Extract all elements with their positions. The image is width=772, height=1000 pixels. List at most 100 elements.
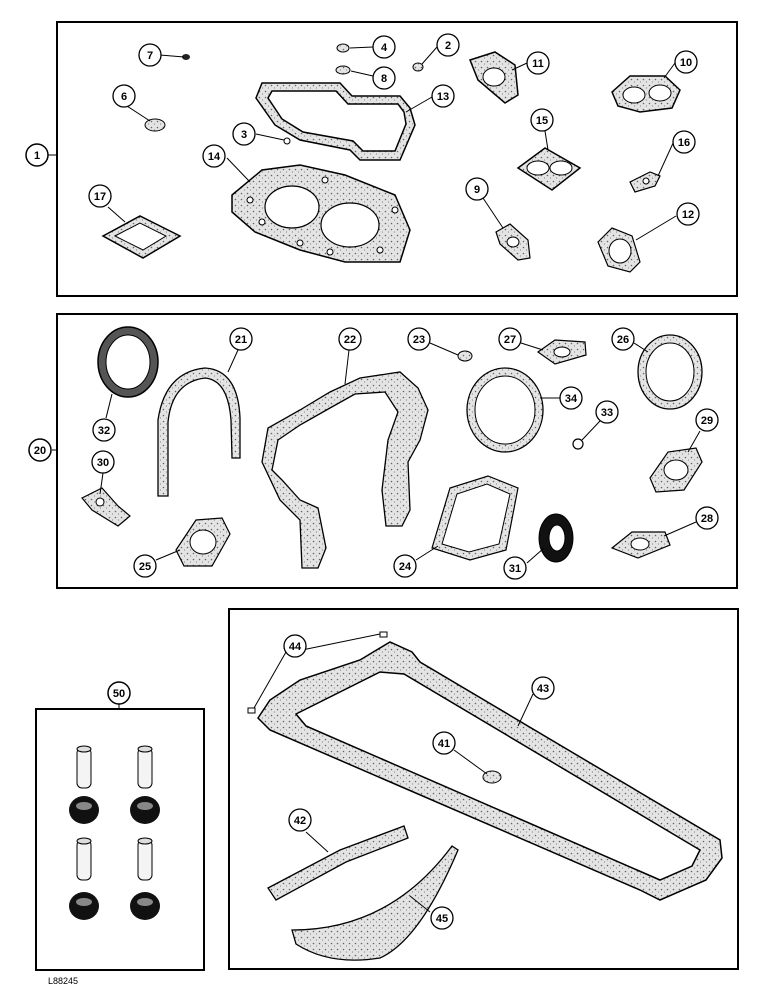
- callout-23: 23: [407, 327, 431, 351]
- callout-10: 10: [674, 50, 698, 74]
- svg-text:42: 42: [294, 815, 306, 827]
- svg-text:21: 21: [235, 334, 247, 346]
- callout-11: 11: [526, 51, 550, 75]
- svg-text:31: 31: [509, 563, 521, 575]
- callout-41: 41: [432, 731, 456, 755]
- callout-16: 15: [530, 108, 554, 132]
- panel-label-20: 20: [28, 438, 52, 462]
- svg-text:2: 2: [445, 40, 451, 52]
- part-4-washer: [336, 43, 350, 53]
- part-6-washer: [144, 118, 166, 132]
- svg-text:1: 1: [34, 150, 40, 162]
- callout-34: 34: [559, 386, 583, 410]
- svg-text:34: 34: [565, 393, 578, 405]
- part-16-twin-port-gasket: [516, 147, 582, 191]
- svg-text:22: 22: [344, 334, 356, 346]
- part-27-elbow-gasket: [536, 339, 587, 365]
- callout-12: 12: [676, 202, 700, 226]
- svg-text:50: 50: [113, 688, 125, 700]
- panel-1-leaders: [107, 46, 677, 241]
- part-43-oil-pan-gasket: [257, 641, 723, 901]
- part-7-plug: [182, 54, 190, 60]
- callout-9: 9: [465, 177, 489, 201]
- callout-8: 8: [372, 66, 396, 90]
- part-9-elbow-gasket: [495, 223, 531, 261]
- svg-text:28: 28: [701, 513, 713, 525]
- valve-guide: [137, 745, 153, 789]
- callout-43: 43: [531, 676, 555, 700]
- part-13-rocker-cover-gasket: [255, 82, 416, 161]
- valve-guide: [137, 837, 153, 881]
- part-10-flange-gasket: [611, 75, 681, 113]
- svg-text:24: 24: [399, 561, 412, 573]
- svg-text:20: 20: [34, 445, 46, 457]
- part-34-ring-gasket: [466, 367, 544, 453]
- svg-text:44: 44: [289, 641, 302, 653]
- part-33-o-ring: [572, 438, 584, 450]
- callout-27: 27: [498, 327, 522, 351]
- part-14-head-gasket: [231, 164, 411, 263]
- callout-32: 32: [92, 418, 116, 442]
- part-45-curved-end-seal: [291, 845, 459, 961]
- callout-28: 28: [695, 506, 719, 530]
- svg-text:25: 25: [139, 561, 151, 573]
- callout-3: 3: [232, 122, 256, 146]
- part-17-cover-gasket: [101, 215, 182, 259]
- figure-code: L88245: [48, 976, 79, 986]
- svg-text:15: 15: [536, 115, 548, 127]
- callout-21: 21: [229, 327, 253, 351]
- svg-text:8: 8: [381, 73, 387, 85]
- callout-24: 24: [393, 554, 417, 578]
- callout-22: 22: [338, 327, 362, 351]
- callout-4: 4: [372, 35, 396, 59]
- callout-42: 42: [288, 808, 312, 832]
- svg-text:29: 29: [701, 415, 713, 427]
- svg-text:43: 43: [537, 683, 549, 695]
- part-26-ring-gasket: [637, 334, 703, 410]
- valve-stem-seal: [130, 892, 160, 920]
- svg-text:41: 41: [438, 738, 450, 750]
- svg-text:30: 30: [97, 457, 109, 469]
- callout-45: 45: [430, 906, 454, 930]
- panel-oil-pan-gaskets: 44 43 41 42 45: [228, 608, 739, 970]
- valve-stem-seal: [69, 796, 99, 824]
- panel-front-cover-gaskets: 20: [28, 313, 738, 589]
- callout-25: 25: [133, 554, 157, 578]
- valve-guide: [76, 745, 92, 789]
- part-24-plate-gasket: [431, 475, 519, 561]
- valve-stem-seal: [69, 892, 99, 920]
- callout-15: 16: [672, 130, 696, 154]
- panel-20-leaders: [99, 342, 701, 564]
- svg-text:26: 26: [617, 334, 629, 346]
- part-44-seal-piece: [379, 631, 388, 638]
- part-2-washer: [412, 62, 424, 72]
- svg-text:10: 10: [680, 57, 692, 69]
- svg-text:33: 33: [601, 407, 613, 419]
- part-8-washer: [335, 65, 351, 75]
- panel-label-1: 1: [25, 143, 49, 167]
- valve-stem-seal: [130, 796, 160, 824]
- part-12-round-flange-gasket: [597, 227, 641, 273]
- svg-text:4: 4: [381, 42, 388, 54]
- part-23-washer: [457, 350, 473, 362]
- valve-guide: [76, 837, 92, 881]
- part-25-oval-flange-gasket: [175, 517, 231, 567]
- callout-17: 17: [88, 184, 112, 208]
- part-31-oil-seal: [538, 513, 574, 563]
- part-22-timing-cover-gasket: [261, 371, 429, 569]
- svg-text:13: 13: [437, 91, 449, 103]
- part-42-end-seal-strip: [267, 825, 409, 901]
- callout-33: 33: [595, 400, 619, 424]
- svg-text:11: 11: [532, 58, 544, 70]
- part-32-oil-seal: [97, 326, 159, 398]
- callout-13: 13: [431, 84, 455, 108]
- callout-6: 6: [112, 84, 136, 108]
- svg-text:27: 27: [504, 334, 516, 346]
- part-28-small-flange-gasket: [610, 531, 671, 559]
- part-21-arch-gasket: [157, 367, 241, 497]
- callout-29: 29: [695, 408, 719, 432]
- panel-cylinder-head-gaskets: 1: [25, 21, 738, 297]
- svg-text:32: 32: [98, 425, 110, 437]
- callout-31: 31: [503, 556, 527, 580]
